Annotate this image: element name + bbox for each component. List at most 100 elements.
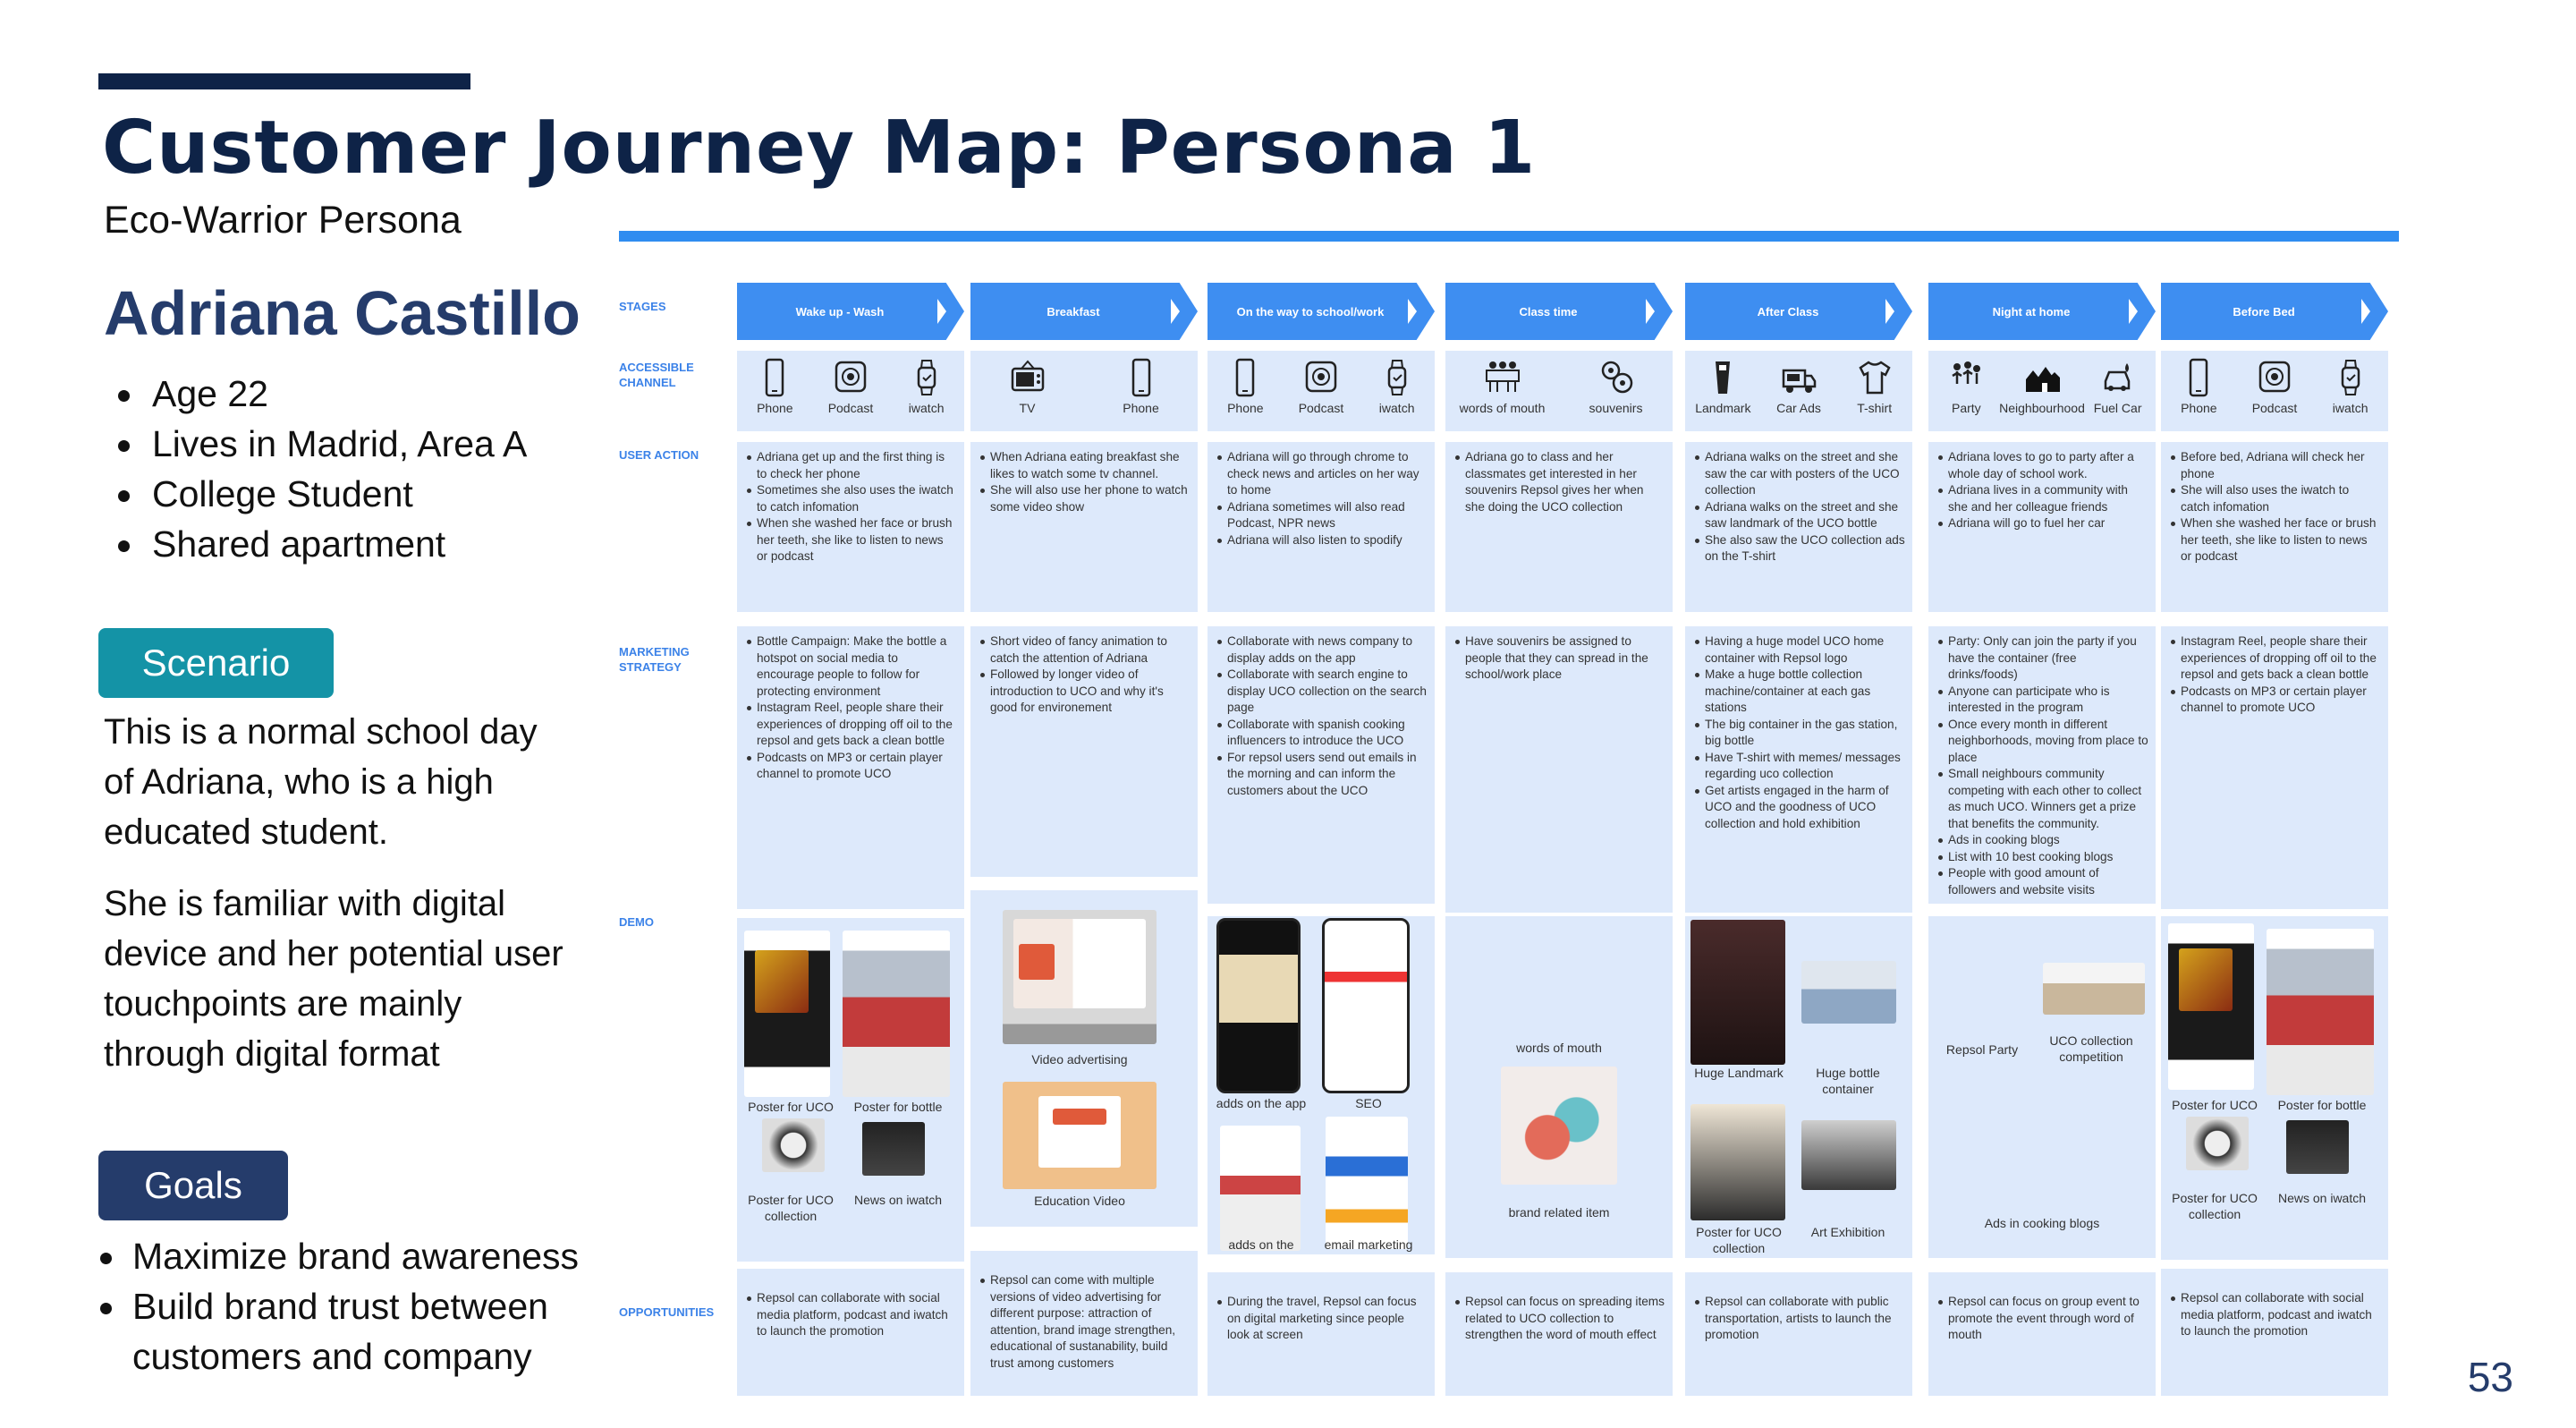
list-item: Party: Only can join the party if you ha…	[1938, 633, 2148, 684]
channel-item: souvenirs	[1580, 358, 1652, 415]
email-image	[1326, 1117, 1408, 1249]
channel-label: Phone	[1123, 401, 1159, 415]
stage-5-header: After Class	[1685, 283, 1912, 340]
list-item: Having a huge model UCO home container w…	[1695, 633, 1905, 667]
marketing-list: Party: Only can join the party if you ha…	[1928, 626, 2156, 902]
list-item: Followed by longer video of introduction…	[980, 667, 1191, 717]
persona-name: Adriana Castillo	[104, 278, 580, 348]
opportunity-cell: Repsol can come with multiple versions o…	[970, 1251, 1198, 1396]
list-item: Instagram Reel, people share their exper…	[2171, 633, 2381, 684]
ad-graphic	[1019, 944, 1055, 980]
channel-label: souvenirs	[1589, 401, 1643, 415]
channel-item: Landmark	[1687, 358, 1758, 415]
marketing-cell: Have souvenirs be assigned to people tha…	[1445, 626, 1673, 913]
car-ads-icon	[1780, 358, 1818, 397]
stage-4-header: Class time	[1445, 283, 1673, 340]
souvenir-icon	[1597, 358, 1635, 397]
demo-caption: Poster for bottle	[853, 1100, 943, 1114]
persona-attribute: Shared apartment	[111, 519, 527, 569]
list-item: Adriana will also listen to spodify	[1217, 532, 1428, 549]
channel-label: Podcast	[827, 401, 874, 415]
classroom-icon	[1484, 358, 1521, 397]
channel-label: Phone	[2181, 401, 2217, 415]
channel-label: iwatch	[908, 401, 945, 415]
demo-caption: UCO collection competition	[2049, 1033, 2133, 1064]
list-item: When she washed her face or brush her te…	[2171, 515, 2381, 565]
opportunity-cell: Repsol can collaborate with social media…	[737, 1269, 964, 1396]
watch-image	[2186, 1117, 2249, 1170]
list-item: Collaborate with search engine to displa…	[1217, 667, 1428, 717]
podcast-icon	[2256, 358, 2293, 397]
opportunity-list: Repsol can collaborate with social media…	[737, 1269, 964, 1344]
news-watch-image	[2286, 1120, 2349, 1174]
seo-phone-image	[1322, 918, 1410, 1093]
demo-caption: words of mouth	[1516, 1041, 1602, 1055]
demo-caption: SEO	[1355, 1096, 1382, 1110]
phone-icon	[2180, 358, 2217, 397]
stage-6-header: Night at home	[1928, 283, 2156, 340]
goal-item: Maximize brand awareness	[97, 1231, 580, 1281]
opportunity-cell: Repsol can focus on group event to promo…	[1928, 1272, 2156, 1396]
row-label-channel: ACCESSIBLE CHANNEL	[619, 361, 694, 389]
list-item: Collaborate with news company to display…	[1217, 633, 1428, 667]
demo-caption: News on iwatch	[853, 1193, 943, 1207]
user-action-list: When Adriana eating breakfast she likes …	[970, 442, 1198, 519]
stage-1-header: Wake up - Wash	[737, 283, 964, 340]
smartwatch-icon	[1378, 358, 1416, 397]
list-item: Podcasts on MP3 or certain player channe…	[2171, 684, 2381, 717]
channel-label: Neighbourhood	[1999, 401, 2085, 415]
list-item: Sometimes she also uses the iwatch to ca…	[747, 482, 957, 515]
list-item: Make a huge bottle collection machine/co…	[1695, 667, 1905, 717]
list-item: Ads in cooking blogs	[1938, 832, 2148, 849]
poster-art-image	[2179, 948, 2233, 1011]
channel-item: words of mouth	[1460, 358, 1545, 415]
list-item: Adriana lives in a community with she an…	[1938, 482, 2148, 515]
channel-label: Landmark	[1695, 401, 1751, 415]
list-item: Once every month in different neighborho…	[1938, 717, 2148, 767]
opportunity-cell: During the travel, Repsol can focus on d…	[1208, 1272, 1435, 1396]
scenario-paragraph: This is a normal school day of Adriana, …	[104, 712, 538, 852]
stage-7-header: Before Bed	[2161, 283, 2388, 340]
demo-caption: Poster for UCO	[2172, 1098, 2258, 1112]
list-item: Have souvenirs be assigned to people tha…	[1455, 633, 1665, 684]
list-item: Repsol can come with multiple versions o…	[980, 1272, 1191, 1372]
row-label-opportunities: OPPORTUNITIES	[619, 1305, 715, 1319]
user-action-cell: Adriana will go through chrome to check …	[1208, 442, 1435, 612]
demo-caption: adds on the influencers	[1228, 1237, 1294, 1254]
user-action-list: Adriana get up and the first thing is to…	[737, 442, 964, 569]
list-item: Instagram Reel, people share their exper…	[747, 700, 957, 750]
landmark-image	[1690, 920, 1785, 1065]
channel-item: Phone	[2163, 358, 2234, 415]
list-item: During the travel, Repsol can focus on d…	[1217, 1294, 1428, 1344]
list-item: List with 10 best cooking blogs	[1938, 849, 2148, 866]
demo-caption: Huge Landmark	[1694, 1066, 1784, 1080]
instagram-bottle-image	[2267, 929, 2374, 1095]
channel-label: iwatch	[1378, 401, 1415, 415]
list-item: Repsol can collaborate with social media…	[2171, 1290, 2381, 1340]
user-action-list: Adriana go to class and her classmates g…	[1445, 442, 1673, 519]
marketing-cell: Instagram Reel, people share their exper…	[2161, 626, 2388, 909]
list-item: Before bed, Adriana will check her phone	[2171, 449, 2381, 482]
list-item: Adriana will go to fuel her car	[1938, 515, 2148, 532]
row-label-stages: STAGES	[619, 300, 666, 313]
marketing-list: Have souvenirs be assigned to people tha…	[1445, 626, 1673, 687]
opportunity-list: Repsol can collaborate with public trans…	[1685, 1272, 1912, 1347]
user-action-cell: Adriana walks on the street and she saw …	[1685, 442, 1912, 612]
page-subtitle: Eco-Warrior Persona	[104, 199, 462, 242]
education-bar	[1053, 1109, 1106, 1125]
marketing-list: Bottle Campaign: Make the bottle a hotsp…	[737, 626, 964, 786]
channel-item: Fuel Car	[2082, 358, 2154, 415]
channel-label: T-shirt	[1857, 401, 1893, 415]
demo-caption: Poster for bottle	[2277, 1098, 2367, 1112]
